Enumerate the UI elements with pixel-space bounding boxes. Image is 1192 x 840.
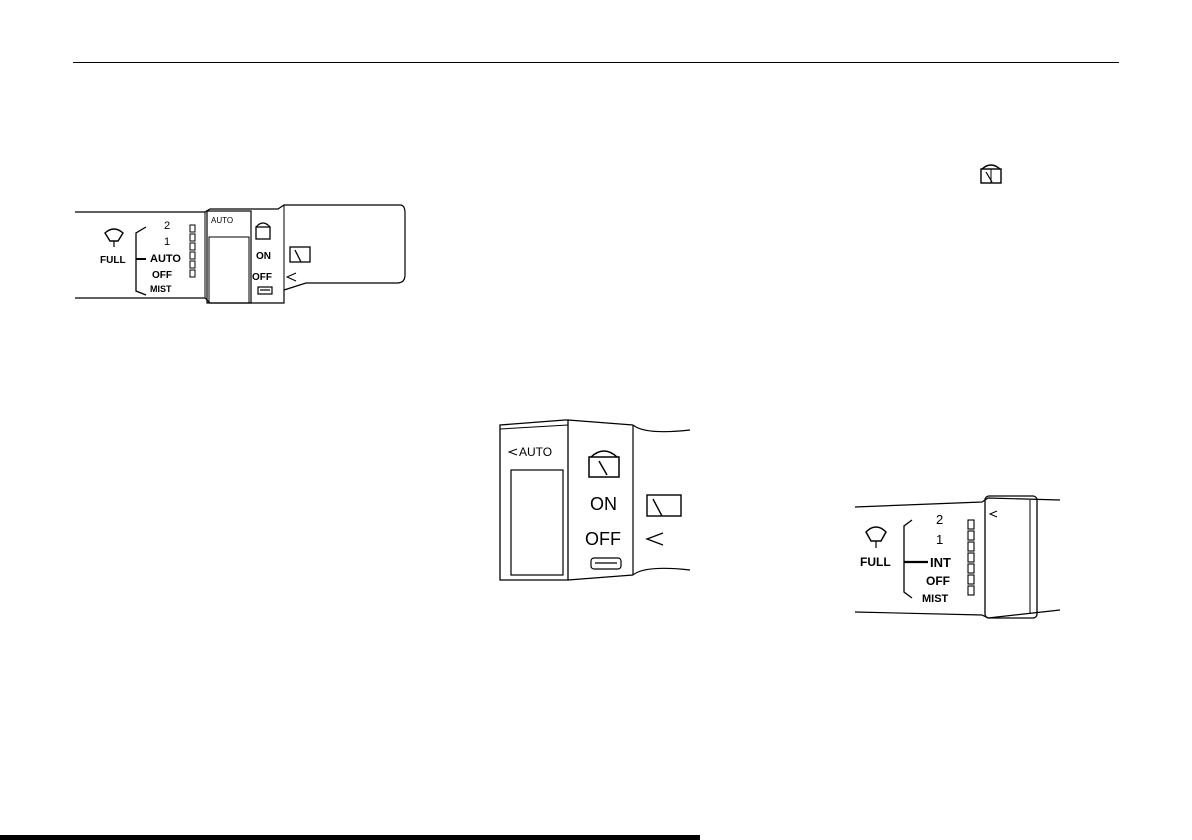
auto-label: AUTO xyxy=(150,253,181,265)
intermittent-scale xyxy=(190,225,195,277)
washer-on-label: ON xyxy=(256,251,271,262)
washer-off-label: OFF xyxy=(252,272,272,283)
front-wiper-icon xyxy=(866,527,886,548)
mist-label: MIST xyxy=(150,284,172,294)
rear-washer-icon xyxy=(591,558,621,569)
speed-1-label: 1 xyxy=(936,532,943,547)
intermittent-scale xyxy=(968,520,974,595)
off-label: OFF xyxy=(926,574,950,588)
speed-1-label: 1 xyxy=(164,236,170,248)
full-label: FULL xyxy=(100,255,126,266)
washer-off-label: OFF xyxy=(585,529,621,549)
page-header-rule xyxy=(73,62,1119,63)
front-wiper-lever-diagram: FULL 2 1 INT OFF MIST xyxy=(850,490,1060,620)
washer-on-label: ON xyxy=(590,494,617,514)
mist-label: MIST xyxy=(922,593,949,605)
rear-wiper-switch-icon xyxy=(978,163,1004,185)
page-footer-rule xyxy=(0,835,700,840)
rear-wiper-icon xyxy=(290,247,310,262)
off-label: OFF xyxy=(152,270,172,281)
front-washer-icon xyxy=(256,223,270,239)
speed-2-label: 2 xyxy=(936,512,943,527)
wiper-lever-diagram: AUTO FULL 2 1 AUTO OFF MIST ON OFF xyxy=(70,195,405,315)
full-label: FULL xyxy=(860,555,891,569)
rear-wiper-ring-diagram: AUTO ON OFF xyxy=(495,415,695,580)
rear-wiper-icon xyxy=(647,495,681,516)
rear-washer-icon xyxy=(258,287,272,294)
ring-auto-label: AUTO xyxy=(519,445,552,459)
ring-auto-label: AUTO xyxy=(211,216,233,225)
int-label: INT xyxy=(930,555,951,570)
front-wiper-icon xyxy=(105,229,123,247)
speed-2-label: 2 xyxy=(164,220,170,232)
rear-window-icon xyxy=(589,451,619,477)
